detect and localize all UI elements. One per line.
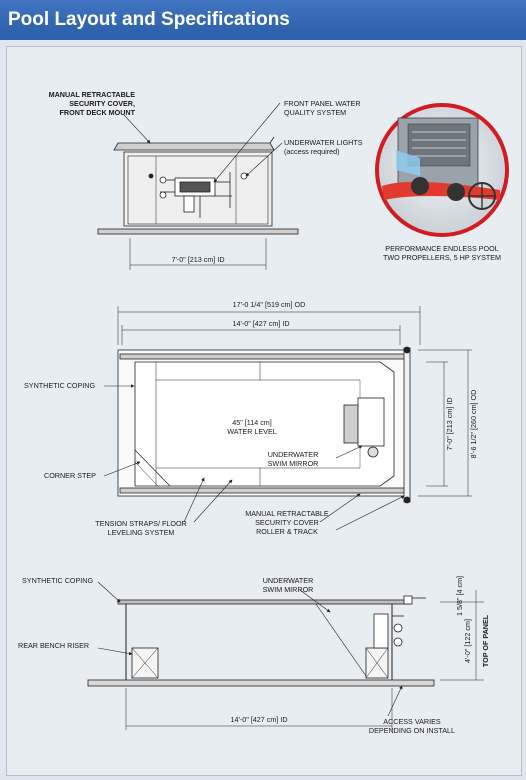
side-section-view [87,581,484,730]
plan-view-labels: 17'-0 1/4" [519 cm] OD 14'-0" [427 cm] I… [24,300,478,537]
side-mirror-2: SWIM MIRROR [263,585,314,594]
side-coping-label: SYNTHETIC COPING [22,576,93,585]
corner-step-label: CORNER STEP [44,471,96,480]
cover-label-3: FRONT DECK MOUNT [60,108,136,117]
plan-view [103,306,472,531]
plan-od-length: 17'-0 1/4" [519 cm] OD [233,300,306,309]
cover-label-1: MANUAL RETRACTABLE [49,90,136,99]
page-title: Pool Layout and Specifications [8,9,290,30]
access-label-1: ACCESS VARIES [383,717,441,726]
propeller-inset [375,103,509,237]
plan-mirror-2: SWIM MIRROR [268,459,319,468]
plan-id-width: 7'-0" [213 cm] ID [445,397,454,450]
plan-od-width: 8'-6 1/2" [260 cm] OD [469,390,478,459]
side-id-length: 14'-0" [427 cm] ID [230,715,287,724]
bench-label: REAR BENCH RISER [18,641,89,650]
straps-label-1: TENSION STRAPS/ FLOOR [95,519,186,528]
access-label-2: DEPENDING ON INSTALL [369,726,455,735]
plan-mirror-1: UNDERWATER [268,450,319,459]
front-elevation-view [97,102,299,270]
straps-label-2: LEVELING SYSTEM [108,528,175,537]
roller-label-3: ROLLER & TRACK [256,527,318,536]
lights-label-2: (access required) [284,147,340,156]
inset-caption-2: TWO PROPELLERS, 5 HP SYSTEM [383,253,501,262]
roller-label-1: MANUAL RETRACTABLE [245,509,329,518]
inset-caption-1: PERFORMANCE ENDLESS POOL [385,244,498,253]
side-panel-label: TOP OF PANEL [481,614,490,667]
side-section-labels: SYNTHETIC COPING UNDERWATER SWIM MIRROR … [18,576,490,735]
front-elevation-labels: MANUAL RETRACTABLE SECURITY COVER, FRONT… [49,90,363,264]
water-level-1: 45" [114 cm] [232,418,272,427]
side-panel-dim: 4'-0" [122 cm] [463,619,472,663]
water-level-2: WATER LEVEL [227,427,277,436]
plan-id-length: 14'-0" [427 cm] ID [232,319,289,328]
front-width-dim: 7'-0" [213 cm] ID [171,255,224,264]
header-bar: Pool Layout and Specifications [0,0,526,40]
lights-label-1: UNDERWATER LIGHTS [284,138,363,147]
side-top-dim: 1 5/8" [4 cm] [455,576,464,616]
plan-coping-label: SYNTHETIC COPING [24,381,95,390]
side-mirror-1: UNDERWATER [263,576,314,585]
panel-label-2: QUALITY SYSTEM [284,108,346,117]
roller-label-2: SECURITY COVER [255,518,319,527]
cover-label-2: SECURITY COVER, [69,99,135,108]
panel-label-1: FRONT PANEL WATER [284,99,361,108]
